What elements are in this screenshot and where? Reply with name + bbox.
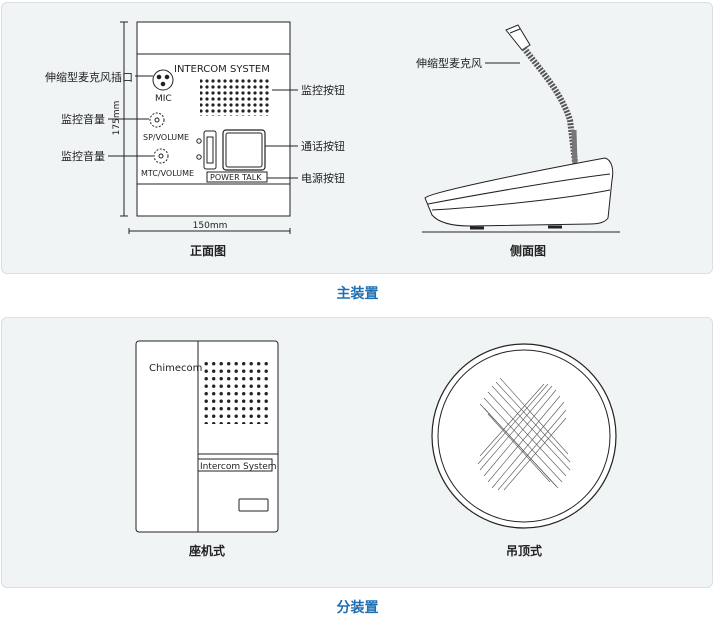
intercom-system-text: INTERCOM SYSTEM bbox=[174, 64, 270, 75]
side-view bbox=[422, 24, 620, 233]
desk-type-unit bbox=[135, 340, 279, 533]
sp-volume-callout: 监控音量 bbox=[61, 112, 105, 126]
speaker-grille bbox=[477, 377, 571, 491]
desk-label-text: Intercom System bbox=[200, 462, 277, 472]
sub-unit-title: 分装置 bbox=[336, 600, 379, 616]
height-dimension: 175mm bbox=[112, 101, 122, 136]
mtc-volume-text: MTC/VOLUME bbox=[141, 169, 194, 178]
power-button-callout: 电源按钮 bbox=[301, 171, 345, 185]
brand-text: Chimecom bbox=[149, 363, 202, 374]
power-text: POWER bbox=[210, 173, 240, 182]
front-view bbox=[108, 21, 298, 234]
front-view-caption: 正面图 bbox=[190, 244, 226, 258]
width-dimension: 150mm bbox=[193, 221, 228, 231]
talk-text: TALK bbox=[241, 173, 262, 182]
mtc-volume-callout: 监控音量 bbox=[61, 149, 105, 163]
side-view-caption: 侧面图 bbox=[510, 243, 546, 258]
mic-jack-callout: 伸缩型麦克风插口 bbox=[45, 70, 133, 84]
monitor-button-callout: 监控按钮 bbox=[301, 83, 345, 97]
sp-volume-text: SP/VOLUME bbox=[143, 133, 189, 142]
ceiling-type-unit bbox=[431, 343, 617, 529]
ceiling-type-caption: 吊顶式 bbox=[506, 543, 542, 558]
main-unit-panel bbox=[1, 2, 713, 274]
desk-type-caption: 座机式 bbox=[188, 543, 225, 558]
main-unit-title: 主装置 bbox=[336, 286, 379, 302]
side-mic-callout: 伸缩型麦克风 bbox=[416, 56, 482, 70]
mic-text: MIC bbox=[155, 94, 172, 104]
talk-button-callout: 通话按钮 bbox=[301, 139, 345, 153]
